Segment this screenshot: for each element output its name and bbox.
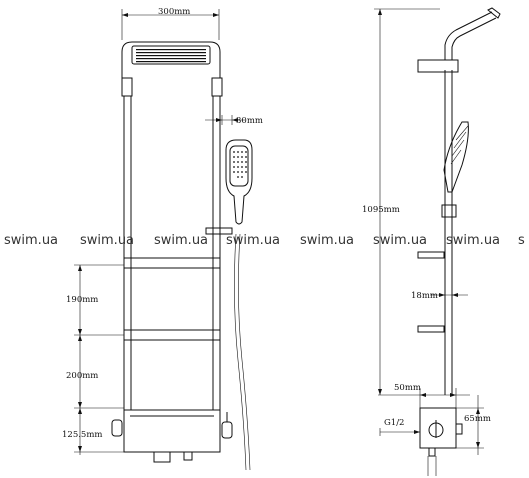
watermark: swim.ua — [300, 233, 354, 248]
mixer-body-side — [419, 407, 463, 476]
rain-head-nozzles — [136, 49, 206, 63]
dim-shelf-spacing-1-label: 190mm — [66, 295, 98, 305]
watermark: swim.ua — [373, 233, 427, 248]
watermark: swim.ua — [154, 233, 208, 248]
dim-chain-left: 190mm 200mm 125.5mm — [62, 264, 124, 455]
watermark: swim.ua — [80, 233, 134, 248]
watermark: swim.ua — [4, 233, 58, 248]
watermark-partial: s — [518, 233, 525, 248]
dim-thread: G1/2 — [379, 418, 420, 436]
watermark-row: swim.ua swim.ua swim.ua swim.ua swim.ua … — [4, 233, 525, 248]
watermark: swim.ua — [446, 233, 500, 248]
front-view: 300mm — [62, 7, 263, 471]
hand-shower — [225, 139, 253, 471]
side-view: 1095mm — [362, 7, 501, 476]
dim-width-top-label: 300mm — [158, 7, 190, 17]
side-column — [444, 70, 453, 395]
mixer-body-front — [111, 409, 233, 463]
dim-handshower-offset-label: 30mm — [236, 116, 263, 126]
side-shelves — [417, 251, 445, 333]
dim-mixer-depth-label: 50mm — [394, 383, 421, 393]
dim-column-diameter-label: 18mm — [411, 291, 438, 301]
dim-mixer-width-label: 65mm — [464, 414, 491, 424]
hand-shower-nozzles — [233, 151, 247, 178]
dim-mixer-depth: 50mm — [378, 383, 470, 408]
side-hand-shower — [441, 121, 469, 218]
dim-shelf-spacing-2-label: 200mm — [66, 371, 98, 381]
dim-height-total-label: 1095mm — [362, 205, 400, 215]
dim-height-total: 1095mm — [362, 8, 440, 395]
dim-base-height-label: 125.5mm — [62, 430, 102, 440]
dim-handshower-offset: 30mm — [205, 115, 263, 126]
dim-mixer-width: 65mm — [456, 395, 491, 455]
dim-column-diameter: 18mm — [411, 291, 468, 301]
rain-head — [121, 41, 223, 97]
watermark: swim.ua — [226, 233, 280, 248]
side-head-arm — [417, 7, 501, 73]
side-tubes — [123, 96, 221, 410]
dim-width-top: 300mm — [121, 7, 220, 40]
dim-thread-label: G1/2 — [384, 418, 404, 428]
